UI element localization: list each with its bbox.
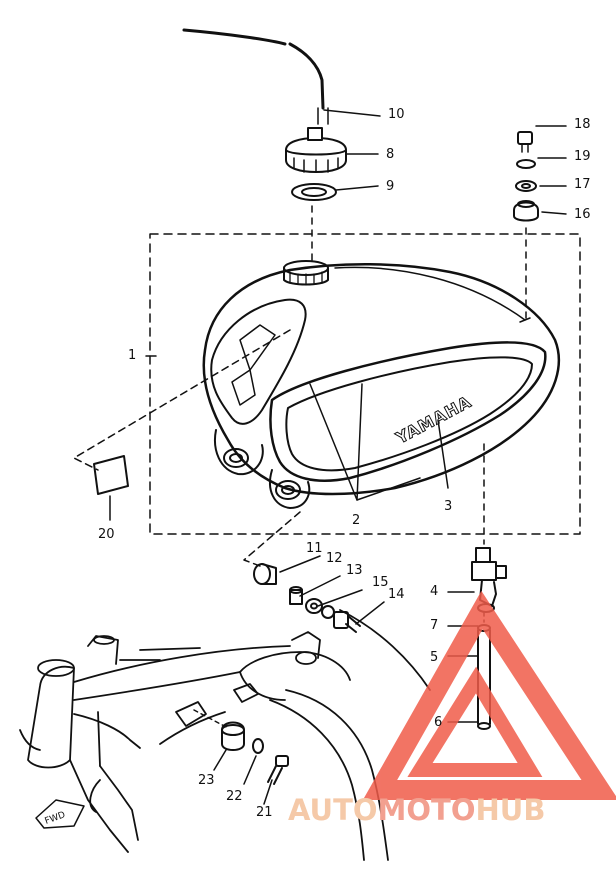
- mount-bolt: [333, 611, 361, 633]
- callout-11: 11: [306, 541, 323, 556]
- small-bolt: [267, 755, 289, 785]
- spacer-collar: [252, 738, 264, 754]
- callout-20: 20: [98, 527, 115, 542]
- callout-4: 4: [430, 584, 439, 599]
- fwd-arrow: [35, 799, 85, 829]
- watermark-logo: [362, 590, 616, 800]
- callout-6: 6: [434, 715, 443, 730]
- callout-1: 1: [128, 348, 137, 363]
- watermark-text: AUTOMOTOHUB: [288, 794, 545, 826]
- fwd-label: FWD: [44, 810, 67, 827]
- fuel-cap: [285, 127, 347, 173]
- fuel-tank: [202, 260, 560, 509]
- watermark-auto: AUTO: [288, 793, 378, 827]
- cap-gasket: [291, 183, 337, 201]
- rubber-bush: [221, 721, 245, 751]
- mount-damper: [253, 563, 277, 585]
- frame: [19, 609, 431, 861]
- rear-mount-hardware: [513, 131, 539, 222]
- callout-22: 22: [226, 789, 243, 804]
- callout-9: 9: [386, 179, 395, 194]
- callout-15: 15: [372, 575, 389, 590]
- callout-13: 13: [346, 563, 363, 578]
- callout-19: 19: [574, 149, 591, 164]
- lock-washer: [321, 605, 335, 619]
- callout-18: 18: [574, 117, 591, 132]
- callout-16: 16: [574, 207, 591, 222]
- callout-8: 8: [386, 147, 395, 162]
- tank-pad: [93, 455, 129, 495]
- callout-7: 7: [430, 618, 439, 633]
- callout-5: 5: [430, 650, 439, 665]
- callout-12: 12: [326, 551, 343, 566]
- callout-17: 17: [574, 177, 591, 192]
- tank-assembly-frame: [149, 233, 581, 535]
- callout-23: 23: [198, 773, 215, 788]
- watermark-moto: MOTO: [377, 793, 476, 827]
- watermark-hub: HUB: [475, 793, 546, 827]
- tank-brand-text: YAMAHA: [392, 392, 475, 448]
- callout-21: 21: [256, 805, 273, 820]
- callout-14: 14: [388, 587, 405, 602]
- collar: [289, 586, 303, 605]
- callout-10: 10: [388, 107, 405, 122]
- washer: [305, 598, 323, 614]
- callout-3: 3: [444, 499, 453, 514]
- callout-2: 2: [352, 513, 361, 528]
- breather-hose: [182, 28, 329, 125]
